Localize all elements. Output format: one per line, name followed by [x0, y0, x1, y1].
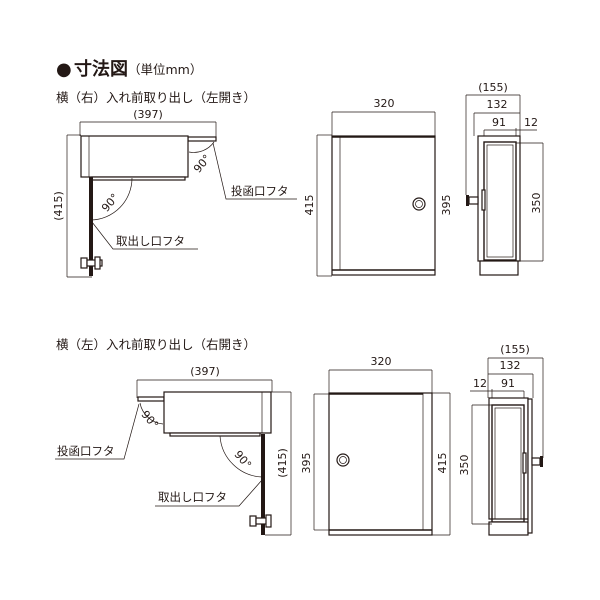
leader-door	[155, 479, 263, 507]
hinge	[522, 452, 527, 474]
lid-angle: 90°	[138, 408, 160, 431]
lid-angle: 90°	[191, 152, 213, 175]
bottom-side-view: (155) 132 12 91 350	[458, 343, 544, 536]
leader-slot-lid	[212, 142, 297, 200]
dim-width: (397)	[133, 108, 163, 121]
title-unit: （単位mm）	[128, 62, 202, 77]
top-front-view: 320 415 395	[303, 97, 453, 277]
bottom-front-view: 320 395 415	[300, 355, 451, 536]
bolt-icon	[249, 515, 257, 527]
dim-height: 350	[458, 455, 471, 476]
title-main: 寸法図	[74, 58, 128, 80]
knob-shaft	[531, 457, 541, 466]
side-window-inner	[486, 144, 514, 258]
mailbox-body	[80, 135, 189, 178]
dim-width: (397)	[190, 365, 220, 378]
side-base	[479, 260, 519, 276]
lock-inner	[339, 456, 347, 464]
dim-height-inner: 395	[440, 195, 453, 216]
knob-shaft	[468, 196, 479, 205]
title-bullet: ●	[56, 59, 72, 80]
top-subtitle: 横（右）入れ前取り出し（左開き）	[56, 90, 256, 105]
dim-depth-body: 132	[500, 359, 521, 372]
bottom-plate	[169, 432, 261, 437]
lock-inner	[415, 200, 423, 208]
bolt-nut	[94, 256, 101, 270]
label-slot-lid: 投函口フタ	[231, 184, 289, 198]
top-side-open-view: (397) (415) 90° 90° 投函口フタ 取出し口フタ	[52, 108, 297, 278]
dim-width: 320	[374, 97, 395, 110]
lock-icon	[336, 453, 350, 467]
dim-width: 320	[371, 355, 392, 368]
dim-depth-inner: 91	[501, 377, 515, 390]
side-base	[488, 521, 529, 536]
bottom-plate	[91, 176, 186, 181]
top-side-view: (155) 132 91 12 350	[465, 81, 544, 276]
door-plate	[261, 434, 265, 535]
side-rail	[527, 398, 533, 534]
dim-depth-body: 132	[487, 98, 508, 111]
hinge	[481, 189, 486, 211]
dim-depth-inner: 91	[492, 116, 506, 129]
dim-height-outer: 415	[436, 453, 449, 474]
bolt-nut	[265, 514, 272, 528]
door-angle: 90°	[99, 191, 121, 214]
dim-height: (415)	[276, 448, 289, 478]
knob-icon	[540, 456, 543, 467]
slot-lid	[137, 396, 165, 402]
side-body	[488, 397, 529, 520]
dim-height: 350	[530, 193, 543, 214]
bolt-icon	[80, 257, 88, 269]
dim-height-inner: 395	[300, 453, 313, 474]
dim-height-outer: 415	[303, 195, 316, 216]
dim-height: (415)	[52, 191, 65, 221]
bottom-side-open-view: (397) (415) 90° 90° 投函口フタ 取出し口フタ	[55, 365, 292, 536]
leader-door	[91, 221, 198, 250]
slot-lid	[187, 136, 217, 142]
dim-depth-total: (155)	[478, 81, 508, 94]
label-door: 取出し口フタ	[158, 490, 227, 504]
dim-lid: 12	[473, 377, 487, 390]
lock-icon	[412, 197, 426, 211]
title: ● 寸法図 （単位mm）	[56, 58, 202, 80]
label-slot-lid: 投函口フタ	[57, 444, 115, 458]
door-plate	[89, 177, 93, 276]
leader-slot-lid	[55, 403, 140, 460]
dim-depth-total: (155)	[500, 343, 530, 356]
door-angle-arc	[90, 177, 133, 221]
label-door: 取出し口フタ	[116, 234, 185, 248]
dim-lid: 12	[524, 116, 538, 129]
lid-angle-arc	[139, 402, 164, 425]
bottom-subtitle: 横（左）入れ前取り出し（右開き）	[56, 337, 256, 352]
door-angle-arc	[219, 435, 263, 478]
knob-icon	[466, 195, 469, 206]
door-angle: 90°	[231, 448, 253, 471]
lid-angle-arc	[188, 141, 215, 153]
side-window-inner	[494, 407, 522, 520]
mailbox-body	[163, 391, 272, 434]
